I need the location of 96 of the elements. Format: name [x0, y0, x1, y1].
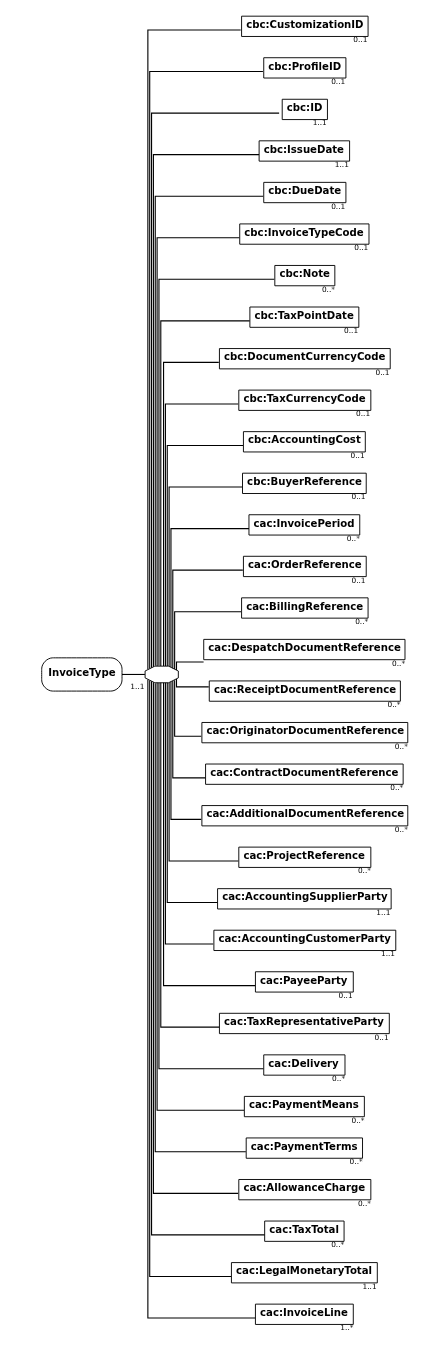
node-label: 0..1: [338, 990, 353, 1000]
node-box: cac:ReceiptDocumentReference: [208, 680, 401, 702]
node-label: 1..1: [129, 681, 144, 691]
node-label: 0..1: [350, 492, 366, 502]
connector: [173, 679, 202, 737]
connector: [157, 682, 264, 1070]
connector: [152, 681, 239, 1194]
node-box: cac:OriginatorDocumentReference: [200, 722, 408, 744]
node-octagon: [144, 665, 179, 684]
node-box: cac:TaxTotal: [263, 1220, 344, 1242]
node-box: cac:ProjectReference: [237, 846, 371, 868]
node-box: cac:PayeeParty: [254, 971, 354, 993]
node-label: 0..1: [374, 1032, 389, 1042]
node-box: cbc:BuyerReference: [241, 472, 367, 494]
connector: [159, 320, 250, 667]
node-label: 0..*: [350, 1115, 365, 1125]
connector: [146, 29, 241, 670]
connector: [120, 673, 145, 675]
node-label: 0..1: [374, 367, 390, 377]
node-label: 0..1: [330, 201, 345, 211]
connector: [169, 528, 249, 668]
node-label: 0..1: [350, 575, 366, 585]
node-box: cbc:InvoiceTypeCode: [238, 223, 369, 245]
node-label: 1..1: [312, 118, 327, 128]
node-label: 0..1: [343, 326, 358, 336]
node-label: 0..1: [353, 243, 368, 253]
node-box: cac:TaxRepresentativeParty: [218, 1012, 390, 1035]
connector: [157, 278, 275, 667]
node-label: 0..*: [386, 700, 401, 710]
node-box: cbc:DueDate: [262, 181, 346, 204]
node-box: cbc:DocumentCurrencyCode: [218, 348, 391, 370]
connector: [171, 569, 243, 669]
connector: [171, 680, 206, 779]
node-label: 0..*: [357, 866, 371, 876]
node-label: 0..1: [355, 409, 370, 419]
node-label: 1..1: [375, 907, 390, 917]
connector: [150, 112, 280, 669]
node-label: 0..1: [330, 76, 345, 86]
node-box: InvoiceType: [40, 657, 122, 692]
node-box: cac:AccountingSupplierParty: [216, 888, 392, 910]
connector: [150, 680, 265, 1236]
node-box: cac:AccountingCustomerParty: [212, 929, 396, 951]
connector: [173, 611, 242, 670]
connector: [169, 681, 202, 820]
node-label: 0..*: [354, 617, 368, 627]
node-box: cac:ContractDocumentReference: [204, 763, 404, 785]
connector: [148, 71, 263, 670]
node-box: cbc:ProfileID: [262, 57, 346, 79]
node-box: cac:OrderReference: [242, 555, 367, 578]
connector: [175, 678, 209, 688]
node-box: cbc:Note: [273, 265, 335, 287]
node-label: 0..*: [321, 284, 335, 294]
connector: [148, 679, 232, 1277]
connector: [162, 361, 219, 667]
connector: [162, 682, 256, 987]
node-box: cbc:TaxPointDate: [248, 306, 359, 328]
connector: [146, 679, 256, 1319]
connector: [166, 444, 244, 667]
node-box: cac:InvoiceLine: [254, 1303, 354, 1325]
node-box: cac:LegalMonetaryTotal: [230, 1262, 378, 1284]
node-label: 1..1: [334, 160, 349, 170]
node-label: 0..*: [349, 1157, 363, 1167]
connector: [164, 403, 239, 667]
connector: [159, 682, 220, 1028]
node-box: cac:DespatchDocumentReference: [202, 638, 405, 661]
node-box: cac:InvoicePeriod: [248, 514, 360, 536]
connector: [175, 661, 204, 671]
node-box: cbc:CustomizationID: [240, 15, 369, 37]
node-label: 0..1: [352, 35, 367, 45]
node-box: cac:BillingReference: [240, 597, 369, 619]
connector: [166, 682, 218, 904]
node-label: 0..1: [350, 450, 365, 460]
node-label: 0..*: [357, 1198, 371, 1208]
node-label: 0..*: [394, 741, 408, 751]
node-label: 0..*: [346, 533, 360, 543]
node-label: 1..*: [339, 1323, 353, 1333]
node-box: cac:AllowanceCharge: [237, 1179, 371, 1201]
connector: [168, 486, 243, 667]
node-box: cbc:ID: [281, 98, 328, 121]
node-label: 0..*: [394, 824, 408, 834]
node-box: cac:PaymentTerms: [245, 1137, 363, 1159]
node-label: 1..1: [362, 1281, 377, 1291]
connector: [164, 682, 214, 945]
node-label: 0..*: [389, 783, 403, 793]
node-box: cbc:AccountingCost: [242, 431, 366, 453]
connector: [156, 237, 240, 667]
connector: [168, 682, 239, 862]
node-label: 0..*: [330, 1240, 344, 1250]
node-box: cac:PaymentMeans: [243, 1095, 365, 1118]
node-label: 0..*: [331, 1074, 345, 1084]
node-box: cbc:IssueDate: [258, 140, 350, 162]
node-box: cbc:TaxCurrencyCode: [237, 389, 371, 411]
node-box: cac:Delivery: [262, 1054, 345, 1076]
node-label: 0..*: [391, 658, 405, 668]
node-label: 1..1: [380, 949, 395, 959]
node-box: cac:AdditionalDocumentReference: [200, 805, 408, 827]
